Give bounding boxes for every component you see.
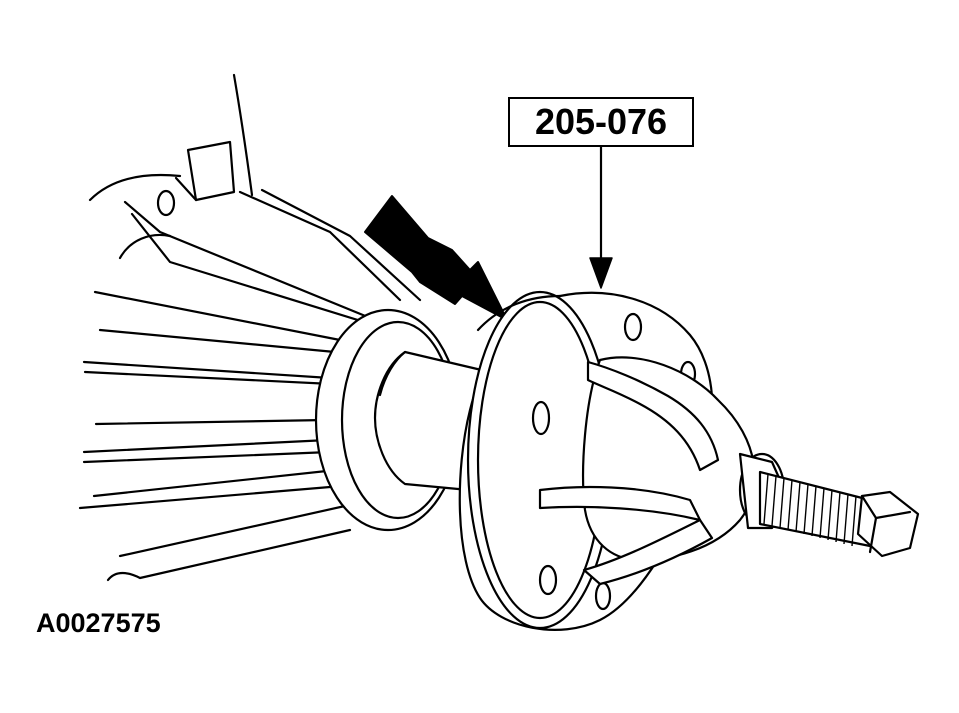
flange-hole-4 <box>538 564 558 596</box>
flange-hole-5 <box>594 581 612 611</box>
puller-jaws <box>538 356 756 586</box>
hex-nut <box>856 490 920 558</box>
tool-number-callout: 205-076 <box>508 97 694 147</box>
forcing-screw <box>758 470 872 548</box>
axle-housing <box>78 73 422 582</box>
figure-id-label: A0027575 <box>36 608 161 638</box>
flange-hole-1 <box>623 312 643 342</box>
flange-hole-3 <box>531 400 551 436</box>
callout-leader <box>589 145 613 289</box>
direction-arrow <box>364 195 508 321</box>
